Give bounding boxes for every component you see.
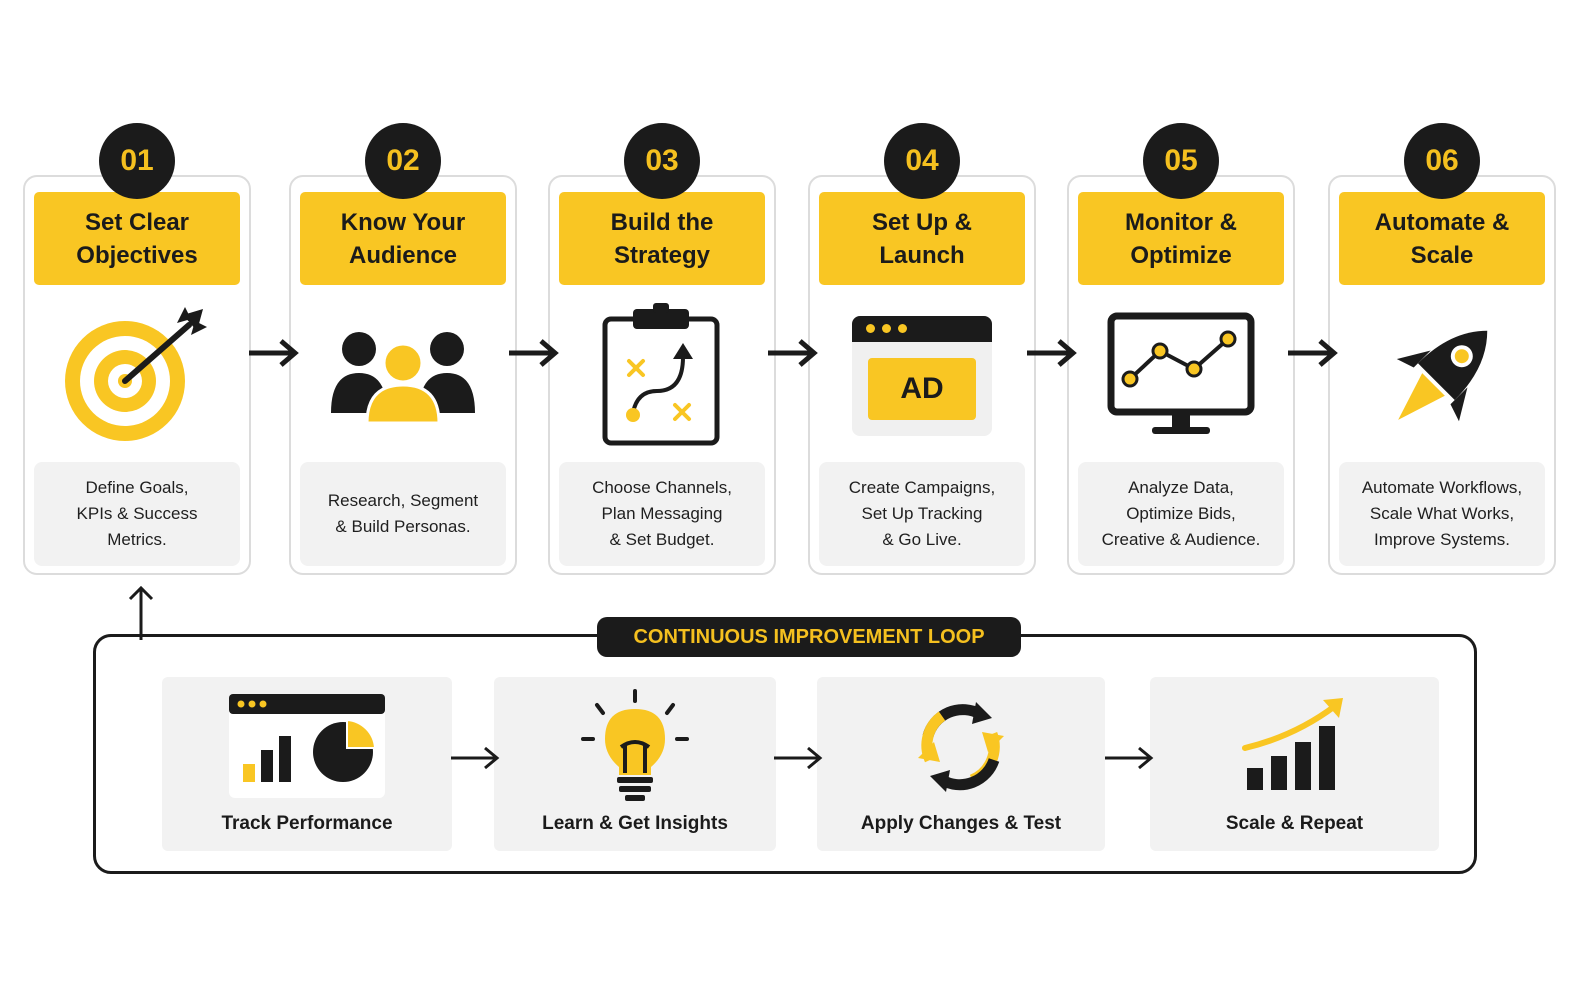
step-number-badge: 02 xyxy=(365,123,441,199)
loop-item-track-performance: Track Performance xyxy=(162,677,452,851)
loop-item-apply-changes: Apply Changes & Test xyxy=(817,677,1105,851)
loop-arrow-icon xyxy=(1105,746,1154,770)
step-title: Monitor & Optimize xyxy=(1078,192,1284,285)
loop-return-arrow-icon xyxy=(128,585,154,640)
step-title: Automate & Scale xyxy=(1339,192,1545,285)
step-number-badge: 05 xyxy=(1143,123,1219,199)
loop-item-label: Scale & Repeat xyxy=(1225,813,1364,834)
step-title: Know Your Audience xyxy=(300,192,506,285)
loop-item-learn-insights: Learn & Get Insights xyxy=(494,677,776,851)
refresh-cycle-icon xyxy=(817,687,1105,807)
step-title: Set Clear Objectives xyxy=(34,192,240,285)
clipboard-strategy-icon xyxy=(559,297,765,455)
loop-arrow-icon xyxy=(774,746,823,770)
step-description: Define Goals, KPIs & Success Metrics. xyxy=(34,462,240,566)
step-number-badge: 01 xyxy=(99,123,175,199)
step-description: Research, Segment & Build Personas. xyxy=(300,462,506,566)
step-card-4: 04 Set Up & Launch AD Create Campaigns, … xyxy=(808,123,1036,575)
ad-window-icon: AD xyxy=(819,297,1025,455)
step-title: Set Up & Launch xyxy=(819,192,1025,285)
loop-title: CONTINUOUS IMPROVEMENT LOOP xyxy=(597,617,1021,657)
flow-arrow-icon xyxy=(509,339,559,367)
flow-arrow-icon xyxy=(1288,339,1338,367)
flow-arrow-icon xyxy=(768,339,818,367)
step-number-badge: 06 xyxy=(1404,123,1480,199)
monitor-chart-icon xyxy=(1078,297,1284,455)
audience-icon xyxy=(300,297,506,455)
step-card-6: 06 Automate & Scale Automate Workflows, … xyxy=(1328,123,1556,575)
step-card-5: 05 Monitor & Optimize Analyze Data, Opti… xyxy=(1067,123,1295,575)
target-icon xyxy=(34,297,240,455)
loop-item-scale-repeat: Scale & Repeat xyxy=(1150,677,1439,851)
step-description: Create Campaigns, Set Up Tracking & Go L… xyxy=(819,462,1025,566)
loop-item-label: Track Performance xyxy=(221,813,393,834)
step-card-1: 01 Set Clear Objectives Define Goals, KP… xyxy=(23,123,251,575)
step-description: Choose Channels, Plan Messaging & Set Bu… xyxy=(559,462,765,566)
step-description: Automate Workflows, Scale What Works, Im… xyxy=(1339,462,1545,566)
ad-label: AD xyxy=(868,358,976,420)
dashboard-icon xyxy=(162,687,452,807)
growth-chart-icon xyxy=(1150,687,1439,807)
flow-arrow-icon xyxy=(249,339,299,367)
step-description: Analyze Data, Optimize Bids, Creative & … xyxy=(1078,462,1284,566)
loop-arrow-icon xyxy=(451,746,500,770)
flow-arrow-icon xyxy=(1027,339,1077,367)
lightbulb-icon xyxy=(494,687,776,807)
loop-item-label: Apply Changes & Test xyxy=(860,813,1062,834)
rocket-icon xyxy=(1339,297,1545,455)
step-card-2: 02 Know Your Audience Research, Segment … xyxy=(289,123,517,575)
step-number-badge: 03 xyxy=(624,123,700,199)
step-card-3: 03 Build the Strategy Choose Channels, P… xyxy=(548,123,776,575)
loop-item-label: Learn & Get Insights xyxy=(542,813,728,834)
step-title: Build the Strategy xyxy=(559,192,765,285)
step-number-badge: 04 xyxy=(884,123,960,199)
